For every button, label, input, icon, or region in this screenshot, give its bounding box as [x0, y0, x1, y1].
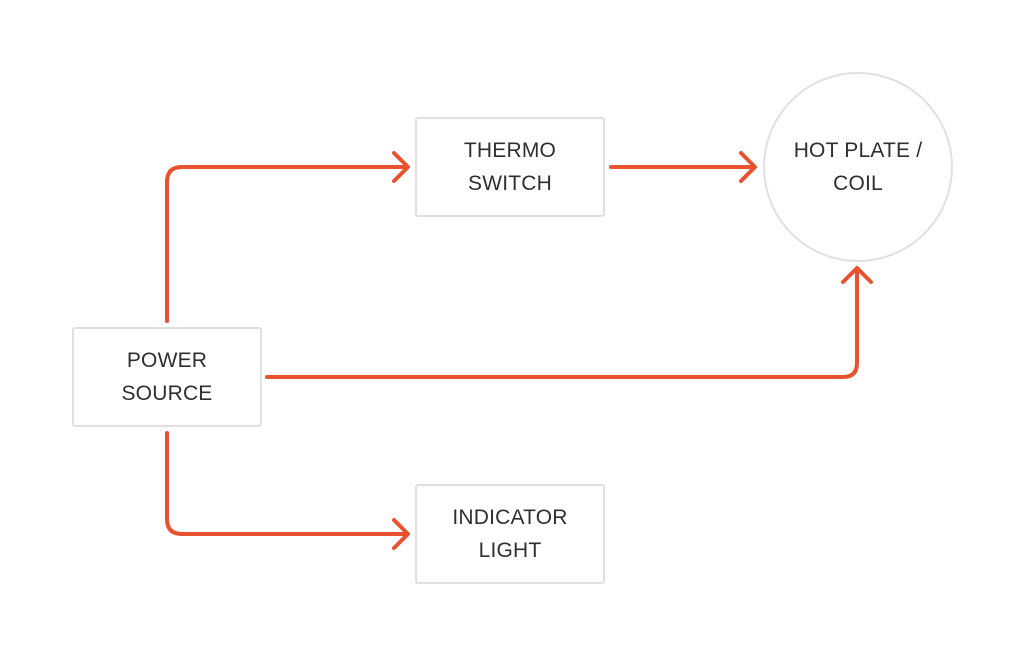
arrowhead-thermo — [392, 151, 410, 183]
edge-power-to-thermo — [165, 165, 408, 323]
arrowhead-indicator — [392, 518, 410, 550]
arrowhead-hotplate-right — [739, 151, 757, 183]
power-source-node: POWER SOURCE — [72, 327, 262, 427]
indicator-light-label-line1: INDICATOR — [452, 506, 568, 529]
hot-plate-label-line2: COIL — [833, 172, 883, 195]
indicator-light-label-line2: LIGHT — [478, 539, 542, 562]
hot-plate-coil-node: HOT PLATE / COIL — [763, 72, 953, 262]
edge-power-to-indicator — [165, 431, 408, 536]
power-source-label-line2: SOURCE — [121, 382, 213, 405]
indicator-light-node: INDICATOR LIGHT — [415, 484, 605, 584]
hot-plate-label-line1: HOT PLATE / — [793, 139, 923, 162]
thermo-switch-node: THERMO SWITCH — [415, 117, 605, 217]
thermo-switch-label-line1: THERMO — [463, 139, 557, 162]
thermo-switch-label-line2: SWITCH — [467, 172, 553, 195]
edge-power-to-hotplate — [265, 268, 859, 379]
power-source-label-line1: POWER — [126, 349, 208, 372]
arrowhead-hotplate-bottom — [841, 266, 873, 284]
